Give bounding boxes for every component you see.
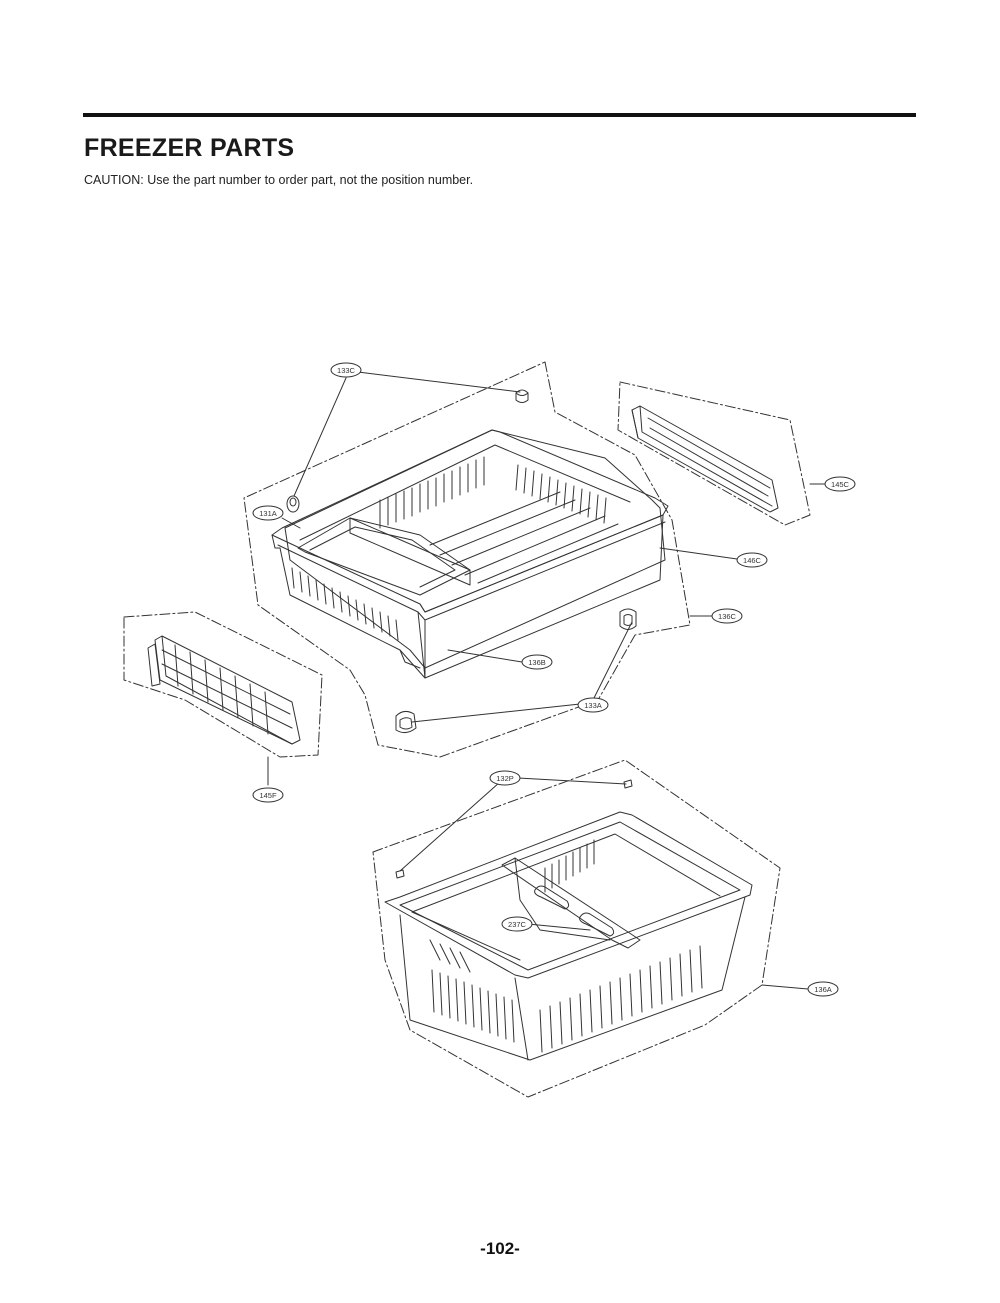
page-number: -102- [480,1239,520,1258]
callout-131a: 131A [252,505,284,521]
callout-136b: 136B [521,654,553,670]
svg-text:146C: 146C [743,556,762,565]
caution-note: CAUTION: Use the part number to order pa… [84,173,474,187]
svg-text:136C: 136C [718,612,737,621]
svg-text:136B: 136B [528,658,546,667]
stopper-pad-133a-left [395,710,417,734]
callout-132p: 132P [489,770,521,786]
lower-basket-136a [384,811,753,1061]
cover-145c [631,405,779,513]
callout-145f: 145F [252,787,284,803]
stopper-pad-133c-left [286,495,300,513]
callout-133a: 133A [577,697,609,713]
svg-text:145F: 145F [259,791,277,800]
svg-text:237C: 237C [508,920,527,929]
top-rule [83,113,916,117]
svg-text:145C: 145C [831,480,850,489]
callout-145c: 145C [824,476,856,492]
callout-146c: 146C [736,552,768,568]
clip-132p-right [623,779,633,789]
callout-136c: 136C [711,608,743,624]
svg-text:136A: 136A [814,985,832,994]
cover-145c-group-outline [617,381,811,526]
svg-text:133A: 133A [584,701,602,710]
svg-text:133C: 133C [337,366,356,375]
callout-237c: 237C [501,916,533,932]
page-title: FREEZER PARTS [84,134,295,162]
leader-lines [267,371,827,990]
svg-text:131A: 131A [259,509,277,518]
cover-145f [147,635,301,745]
lower-basket-group-outline [372,759,781,1098]
callout-136a: 136A [807,981,839,997]
upper-drawer-group-outline [243,361,691,758]
stopper-pad-133a-right [619,608,637,630]
upper-drawer-136b [271,429,669,679]
callout-133c: 133C [330,362,362,378]
cover-145f-group-outline [123,611,323,758]
svg-text:132P: 132P [496,774,514,783]
stopper-pad-133c-top [515,389,529,403]
